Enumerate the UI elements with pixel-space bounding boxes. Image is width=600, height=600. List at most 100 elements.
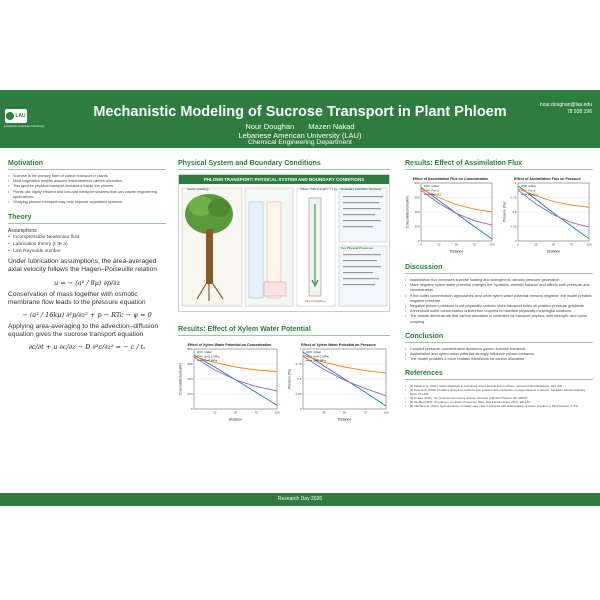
legend-label: Fα×0.5 — [529, 193, 539, 197]
x-tick-label: 50 — [343, 411, 347, 415]
xylem-pressure-chart: Effect of Xylem Water Potential on Press… — [287, 340, 390, 422]
reference-item: [1] Nakad et al. (2021). Taylor dispersi… — [405, 384, 593, 388]
x-tick-label: 75 — [473, 243, 477, 247]
logo-subtext: Lebanese American University — [4, 124, 45, 128]
y-tick-label: 200 — [187, 392, 192, 396]
x-tick-label: 50 — [455, 243, 459, 247]
email: nour.doughan@lau.edu — [539, 102, 592, 108]
y-axis-label: Pressure (Pa) — [288, 369, 292, 389]
y-tick-label: 600 — [414, 196, 419, 200]
x-tick-label: 75 — [255, 411, 259, 415]
assimilation-pressure-chart: Effect of Assimilation Flux on Pressure 0… — [502, 174, 593, 254]
list-item: Incompressible Newtonian fluid — [8, 234, 166, 241]
reference-item: [4] Van Bel (2003). The phloem, a miracl… — [405, 400, 593, 404]
y-axis-label: Concentration (mol/m³) — [179, 363, 183, 396]
y-tick-label: 600 — [187, 362, 192, 366]
left-column: Motivation Sucrose is the primary form o… — [8, 160, 166, 355]
figure-label: Phloem Tube (Length ℓ = 1 m) — [300, 187, 338, 191]
y-tick-label: 0.75 — [296, 362, 302, 366]
y-tick-label: 200 — [414, 225, 419, 229]
legend-label: Fα×2 — [432, 188, 439, 192]
list-item: Sucrose is the primary form of carbon tr… — [8, 174, 166, 179]
figure-label: Sink (Unloading) — [305, 299, 326, 303]
list-item: Studying phloem transport may help impro… — [8, 200, 166, 205]
physical-system-diagram — [181, 187, 388, 307]
university-logo: LAU — [5, 109, 27, 123]
list-item: Negative phloem pressure is not physical… — [405, 304, 593, 309]
x-tick-label: 25 — [534, 243, 538, 247]
x-tick-label: 50 — [552, 243, 556, 247]
discussion-list: Assimilation flux increases sucrose load… — [405, 278, 593, 325]
logo-text: LAU — [15, 113, 26, 119]
list-item: More negative xylem water potential chan… — [405, 283, 593, 293]
section-heading-discussion: Discussion — [405, 264, 593, 274]
chart-title: Effect of Assimilation Flux on Pressure — [514, 177, 581, 181]
series-line — [517, 188, 590, 208]
physical-system-figure: PHLOEM TRANSPORT: PHYSICAL SYSTEM AND BO… — [178, 174, 390, 312]
list-item: Coupled pressure–concentration dynamics … — [405, 347, 593, 352]
x-tick-label: 25 — [437, 243, 441, 247]
conclusion-list: Coupled pressure–concentration dynamics … — [405, 347, 593, 363]
list-item: Assimilation flux increases sucrose load… — [405, 278, 593, 283]
x-tick-label: 100 — [489, 243, 494, 247]
middle-column: Physical System and Boundary Conditions … — [178, 160, 390, 422]
x-axis-label: Distance — [229, 418, 242, 422]
section-heading-conclusion: Conclusion — [405, 333, 593, 343]
reference-item: [5] Cabrita et al. (2013). Hydrodynamics… — [405, 404, 593, 408]
author-list: Nour Doughan Mazen Nakad — [0, 122, 600, 131]
assumptions-list: Incompressible Newtonian fluid Lubricati… — [8, 234, 166, 255]
y-tick-label: 0 — [515, 239, 517, 243]
chart-title: Effect of Xylem Water Potential on Conce… — [188, 343, 272, 347]
plot-frame — [517, 182, 590, 242]
theory-paragraph: Applying area-averaging to the advection… — [8, 323, 159, 339]
x-axis-label: Distance — [450, 250, 463, 254]
x-tick-label: 50 — [234, 411, 238, 415]
y-tick-label: 0.25 — [511, 225, 517, 229]
section-heading-motivation: Motivation — [8, 160, 166, 170]
series-line — [420, 189, 493, 226]
xylem-concentration-chart: Effect of Xylem Water Potential on Conce… — [178, 340, 281, 422]
x-axis-label: Distance — [547, 250, 560, 254]
legend-label: Initial — [205, 350, 212, 354]
x-tick-label: 0 — [420, 243, 422, 247]
list-item: The model provides a more realistic fram… — [405, 357, 593, 362]
xylem-charts: Effect of Xylem Water Potential on Conce… — [178, 340, 390, 422]
chart-background — [405, 174, 496, 254]
logo-emblem-icon — [6, 112, 15, 120]
legend-label: Initial — [529, 184, 536, 188]
reference-list: [1] Nakad et al. (2021). Taylor dispersi… — [405, 384, 593, 408]
poster-header: LAU Lebanese American University Mechani… — [0, 90, 600, 148]
series-line — [193, 356, 278, 392]
y-axis-label: Pressure (Pa) — [503, 202, 507, 222]
list-item: Most vegetation models assume instantane… — [8, 179, 166, 184]
chart-background — [287, 340, 390, 422]
series-line — [302, 355, 387, 397]
series-line — [302, 354, 387, 374]
x-tick-label: 0 — [517, 243, 519, 247]
motivation-list: Sucrose is the primary form of carbon tr… — [8, 174, 166, 205]
x-tick-label: 100 — [586, 243, 591, 247]
chart-title: Effect of Assimilation Flux on Concentra… — [413, 177, 489, 181]
section-heading-assimilation-results: Results: Effect of Assimilation Flux — [405, 160, 593, 170]
figure-banner: PHLOEM TRANSPORT: PHYSICAL SYSTEM AND BO… — [179, 175, 389, 184]
legend-label: ψ=0 MPa — [314, 359, 327, 363]
legend-label: Initial — [314, 350, 321, 354]
legend-label: Initial — [432, 184, 439, 188]
series-line — [302, 351, 387, 407]
author-name: Mazen Nakad — [308, 122, 355, 131]
list-item: If the outlet concentration approaches z… — [405, 294, 593, 304]
figure-label: Source (Loading) — [187, 187, 209, 191]
contact-info: nour.doughan@lau.edu 78 938 196 — [540, 102, 592, 116]
plot-frame — [302, 348, 387, 410]
series-line — [420, 188, 493, 213]
y-tick-label: 0.5 — [512, 210, 517, 214]
y-tick-label: 1 — [300, 347, 302, 351]
poster: LAU Lebanese American University Mechani… — [0, 90, 600, 506]
list-item: Plants use highly efficient and low-cost… — [8, 190, 166, 200]
poster-title: Mechanistic Modeling of Sucrose Transpor… — [93, 104, 507, 120]
phone: 78 938 196 — [566, 109, 592, 115]
y-tick-label: 0.5 — [297, 377, 302, 381]
list-item: The results demonstrate that carbon allo… — [405, 314, 593, 324]
y-tick-label: 0.75 — [511, 196, 517, 200]
y-tick-label: 1 — [515, 181, 517, 185]
